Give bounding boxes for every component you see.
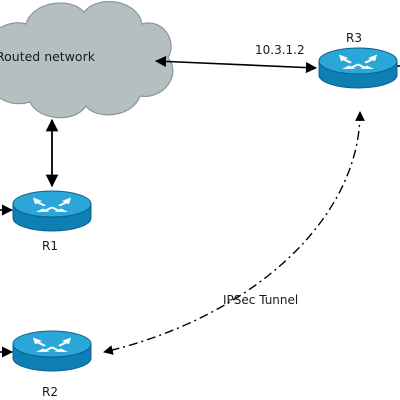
tunnel-label: IPSec Tunnel	[223, 293, 298, 307]
router-r3-address: 10.3.1.2	[255, 43, 305, 57]
router-r3	[318, 47, 398, 89]
router-r1-label: R1	[42, 239, 58, 253]
router-r2-icon	[12, 330, 92, 372]
cloud-label: Routed network	[0, 49, 96, 64]
routed-network-cloud	[0, 0, 174, 119]
router-r2	[12, 330, 92, 372]
router-r2-label: R2	[42, 385, 58, 399]
router-r1	[12, 190, 92, 232]
router-r3-icon	[318, 47, 398, 89]
ipsec-tunnel-path	[103, 111, 365, 355]
link-cloud-r3	[154, 55, 318, 74]
router-r1-icon	[12, 190, 92, 232]
router-r3-label: R3	[346, 31, 362, 45]
